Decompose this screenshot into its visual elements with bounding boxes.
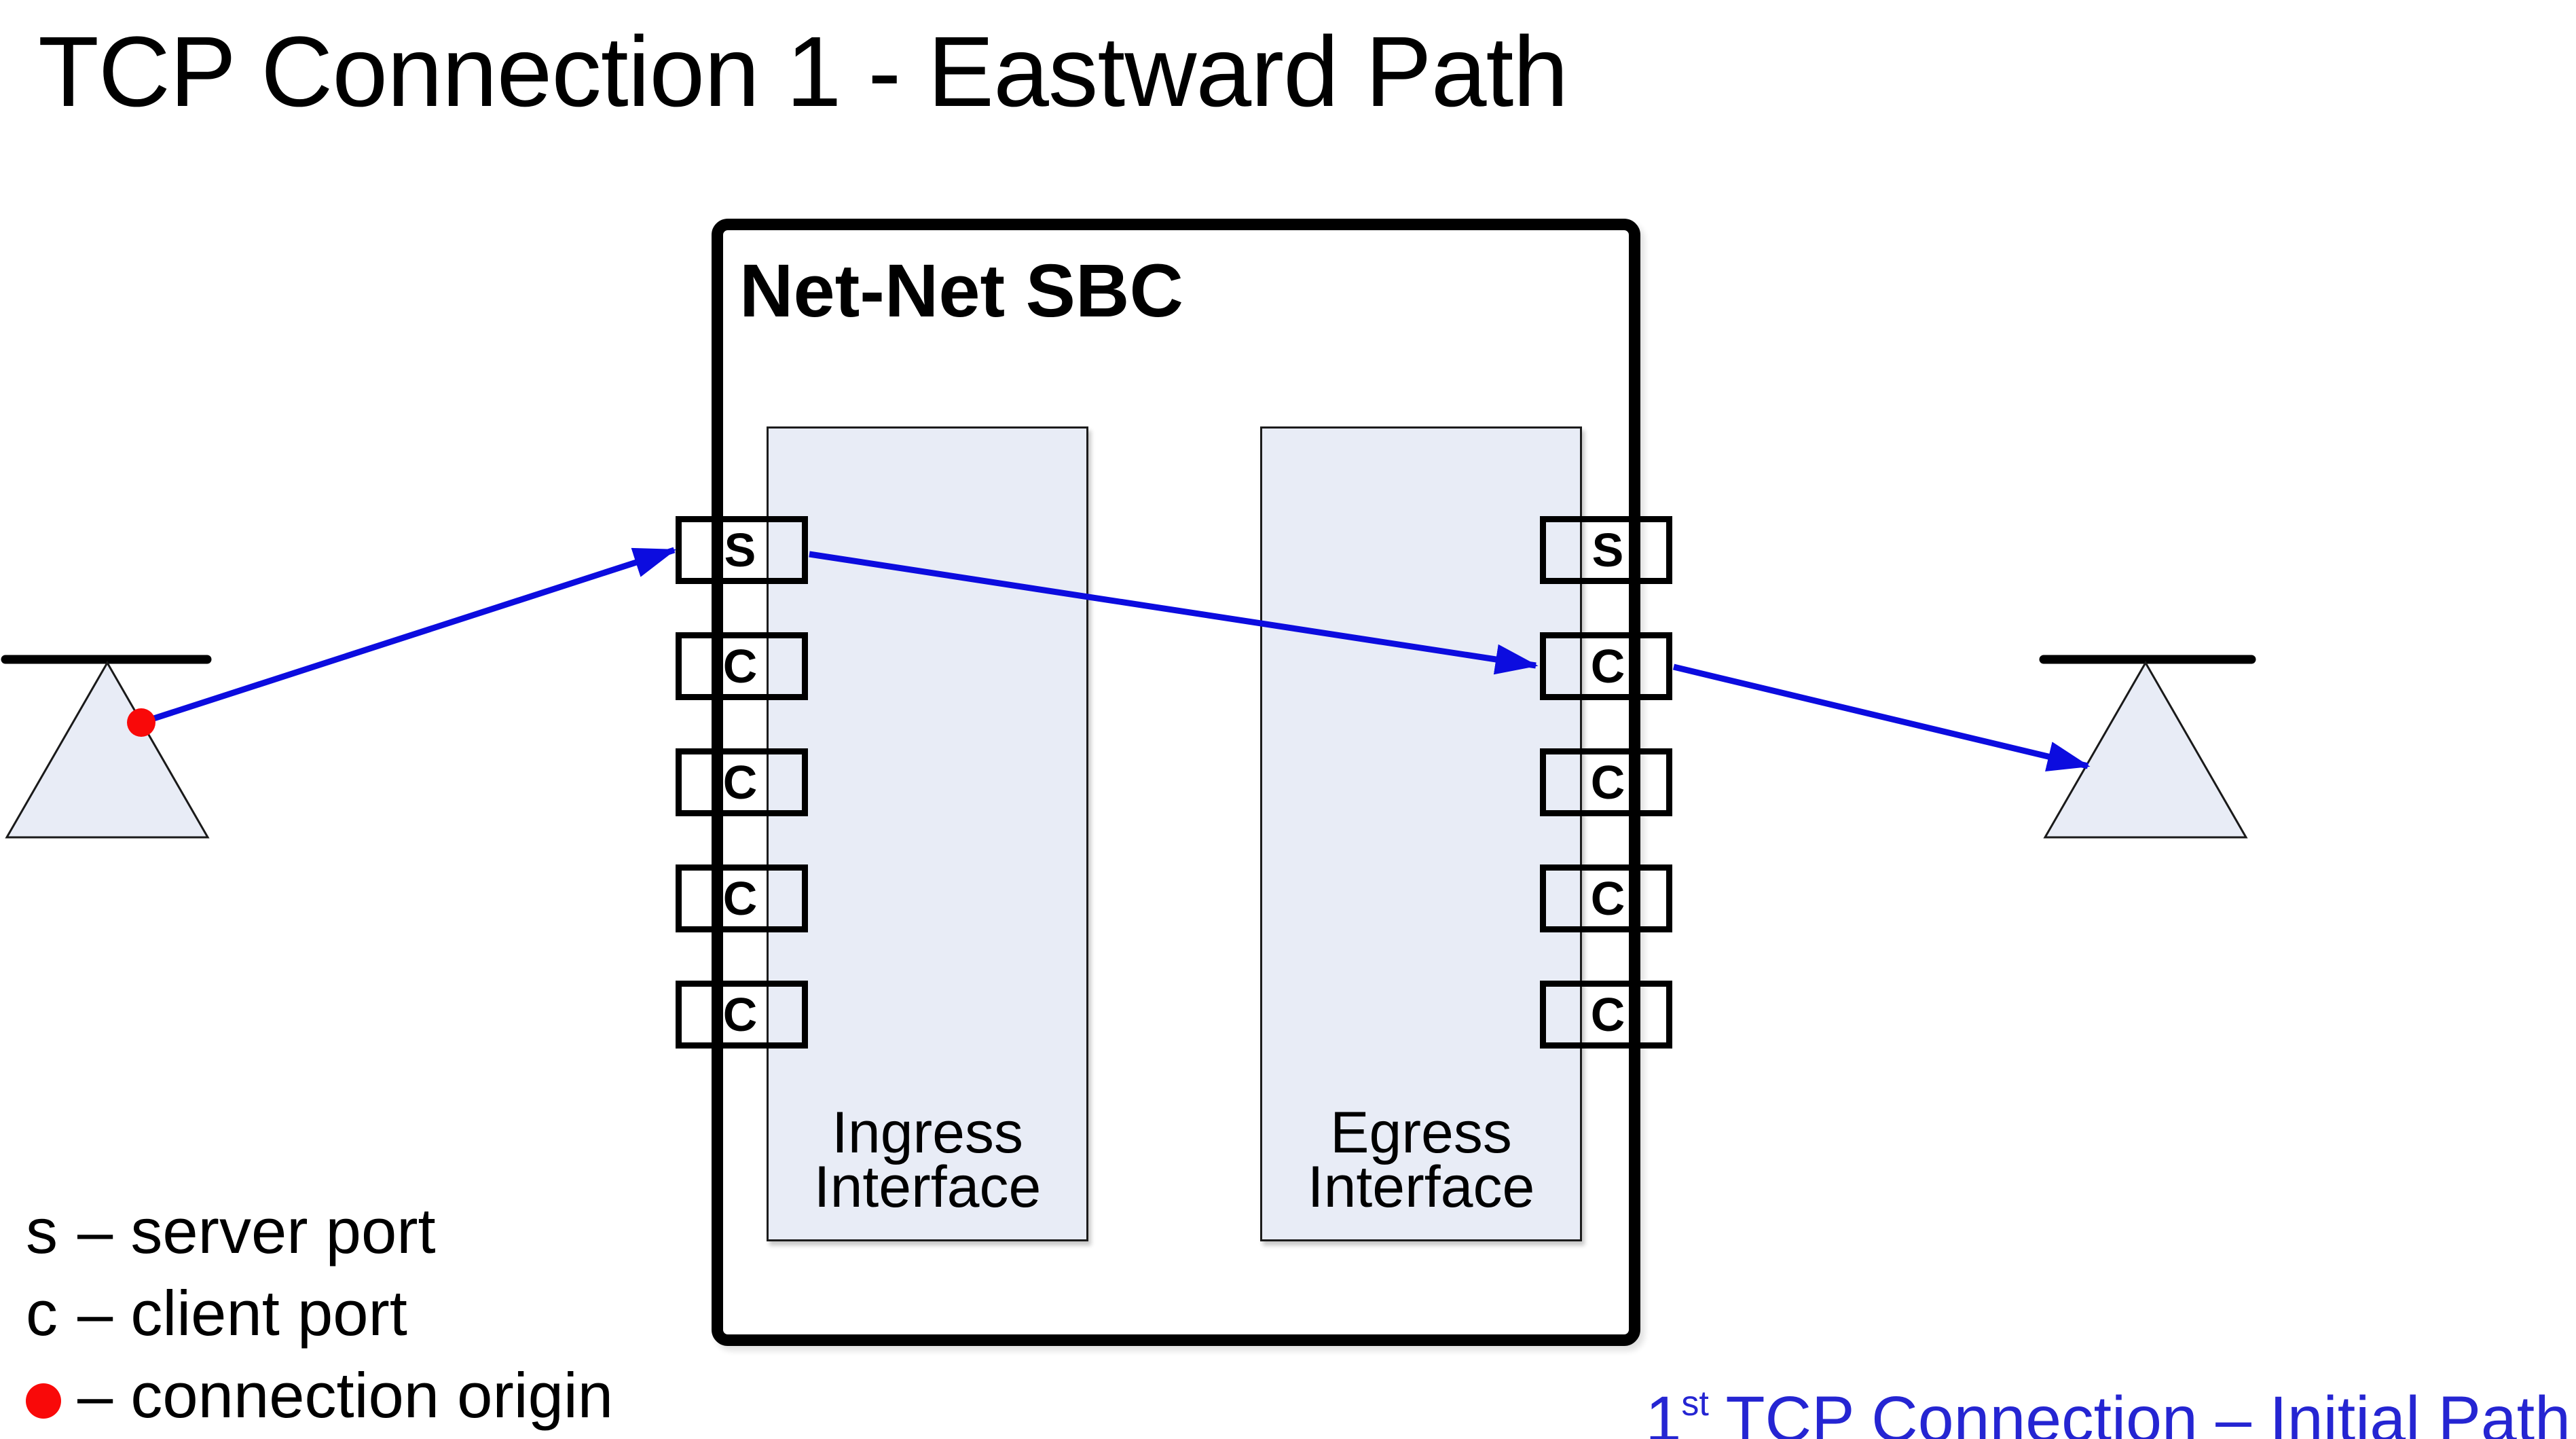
egress-client-port-box xyxy=(1540,981,1672,1049)
ingress-server-port-box xyxy=(676,516,808,584)
west-endpoint-triangle-icon xyxy=(5,660,210,839)
ingress-port-label: C xyxy=(722,756,758,809)
legend-symbol-c: c xyxy=(26,1277,58,1349)
legend-symbol-s: s xyxy=(26,1195,58,1267)
east-endpoint-triangle-icon xyxy=(2043,660,2248,839)
ingress-client-port-box xyxy=(676,981,808,1049)
ingress-port-label: C xyxy=(722,988,758,1041)
ingress-client-port-box xyxy=(676,748,808,816)
legend-text: – server port xyxy=(77,1195,436,1267)
arrow-origin-to-ingress-server-port xyxy=(144,547,677,725)
legend-text: – connection origin xyxy=(77,1360,614,1431)
arrow-egress-client-port-to-east-endpoint xyxy=(1672,663,2091,772)
legend-symbol-dot xyxy=(26,1363,77,1428)
ingress-interface-label: Ingress Interface xyxy=(813,1100,1042,1220)
ingress-port-label: C xyxy=(722,872,758,925)
red-dot-icon xyxy=(26,1383,61,1419)
ingress-port-label: S xyxy=(724,524,756,577)
ingress-port-label: C xyxy=(722,640,758,693)
legend-item-connection-origin: – connection origin xyxy=(26,1363,613,1428)
ingress-client-port-box xyxy=(676,864,808,932)
egress-client-port-box xyxy=(1540,632,1672,700)
egress-client-port-box xyxy=(1540,748,1672,816)
egress-port-label: C xyxy=(1590,872,1625,925)
egress-port-label: C xyxy=(1590,640,1625,693)
legend-text: – client port xyxy=(77,1277,407,1349)
path-caption: 1st TCP Connection – Initial Path xyxy=(1646,1370,2571,1439)
egress-port-label: C xyxy=(1590,756,1625,809)
caption-ordinal: st xyxy=(1681,1384,1709,1423)
sbc-box xyxy=(712,219,1640,1346)
egress-port-label: C xyxy=(1590,988,1625,1041)
connection-origin-dot-icon xyxy=(127,708,155,737)
legend-item-client-port: c– client port xyxy=(26,1281,407,1346)
egress-interface-label: Egress Interface xyxy=(1307,1100,1535,1220)
egress-port-label: S xyxy=(1591,524,1624,577)
caption-number: 1 xyxy=(1645,1383,1682,1439)
egress-server-port-box xyxy=(1540,516,1672,584)
egress-client-port-box xyxy=(1540,864,1672,932)
ingress-client-port-box xyxy=(676,632,808,700)
sbc-title: Net-Net SBC xyxy=(739,249,1183,333)
page-title: TCP Connection 1 - Eastward Path xyxy=(38,16,1568,128)
caption-text: TCP Connection – Initial Path xyxy=(1708,1383,2571,1439)
legend-item-server-port: s– server port xyxy=(26,1199,436,1264)
